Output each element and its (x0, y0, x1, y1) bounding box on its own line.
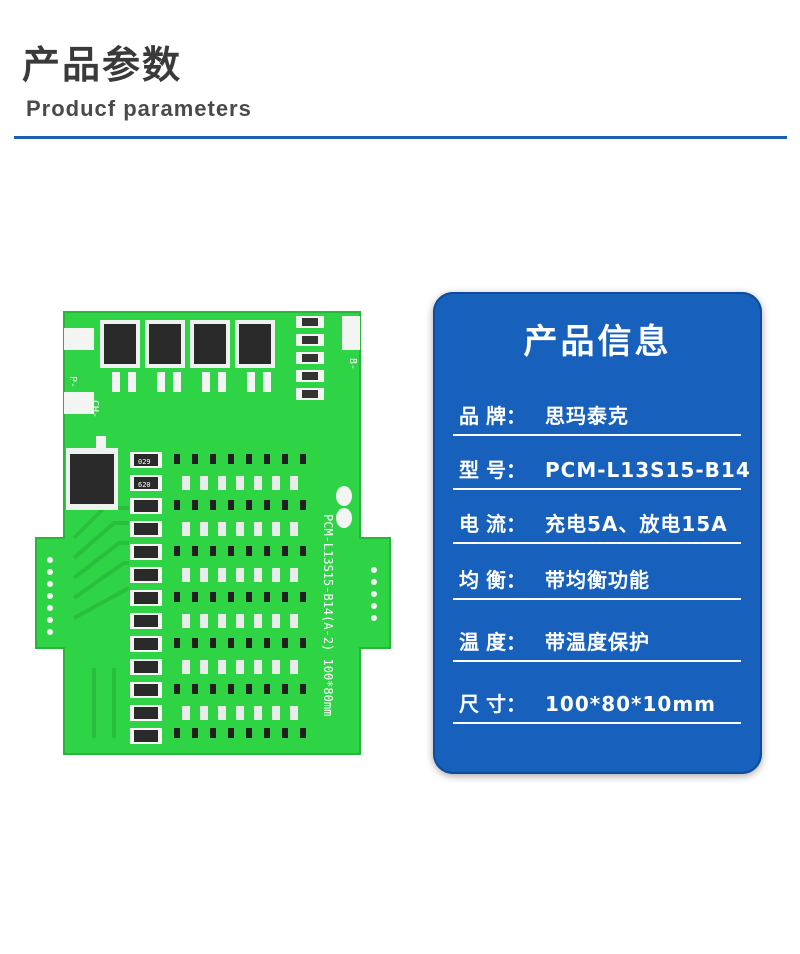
silkscreen-p-label: P- (67, 376, 78, 388)
info-row-model: 型 号： PCM-L13S15-B14 (453, 452, 750, 490)
header-divider (14, 136, 787, 139)
pcb-board-drawing: P- CH- B- PCM-L13S15-B14(A-2) 100*80mm 0… (35, 311, 391, 755)
info-row-temperature: 温 度： 带温度保护 (453, 624, 741, 662)
resistor-column (130, 452, 162, 744)
silkscreen-b-label: B- (347, 358, 358, 370)
silkscreen-model: PCM-L13S15-B14(A-2) 100*80mm (321, 514, 335, 716)
info-label: 电 流： (459, 512, 526, 536)
info-value: 思玛泰克 (545, 404, 629, 428)
card-title: 产品信息 (523, 322, 672, 362)
resistor-code: 029 (138, 458, 151, 466)
info-label: 型 号： (459, 458, 526, 482)
resistor-code: 620 (138, 481, 151, 489)
info-label: 均 衡： (459, 568, 526, 592)
page-title-en: Producf parameters (26, 96, 252, 121)
info-value: 带温度保护 (545, 630, 650, 654)
info-label: 温 度： (459, 630, 526, 654)
info-value: 带均衡功能 (545, 568, 650, 592)
info-value: 100*80*10mm (545, 692, 717, 716)
silkscreen-ch-label: CH- (89, 400, 100, 418)
info-label: 品 牌： (459, 404, 526, 428)
info-value: PCM-L13S15-B14 (545, 458, 751, 482)
page-title-cn: 产品参数 (22, 43, 183, 87)
info-row-balance: 均 衡： 带均衡功能 (453, 562, 741, 600)
pcb-board-image: P- CH- B- PCM-L13S15-B14(A-2) 100*80mm 0… (34, 308, 394, 758)
info-row-size: 尺 寸： 100*80*10mm (453, 686, 741, 724)
info-value: 充电5A、放电15A (545, 512, 728, 536)
product-info-card: 产品信息 品 牌： 思玛泰克 型 号： PCM-L13S15-B14 电 流： … (433, 292, 762, 774)
info-label: 尺 寸： (459, 692, 526, 716)
info-row-current: 电 流： 充电5A、放电15A (453, 506, 741, 544)
info-row-brand: 品 牌： 思玛泰克 (453, 398, 741, 436)
